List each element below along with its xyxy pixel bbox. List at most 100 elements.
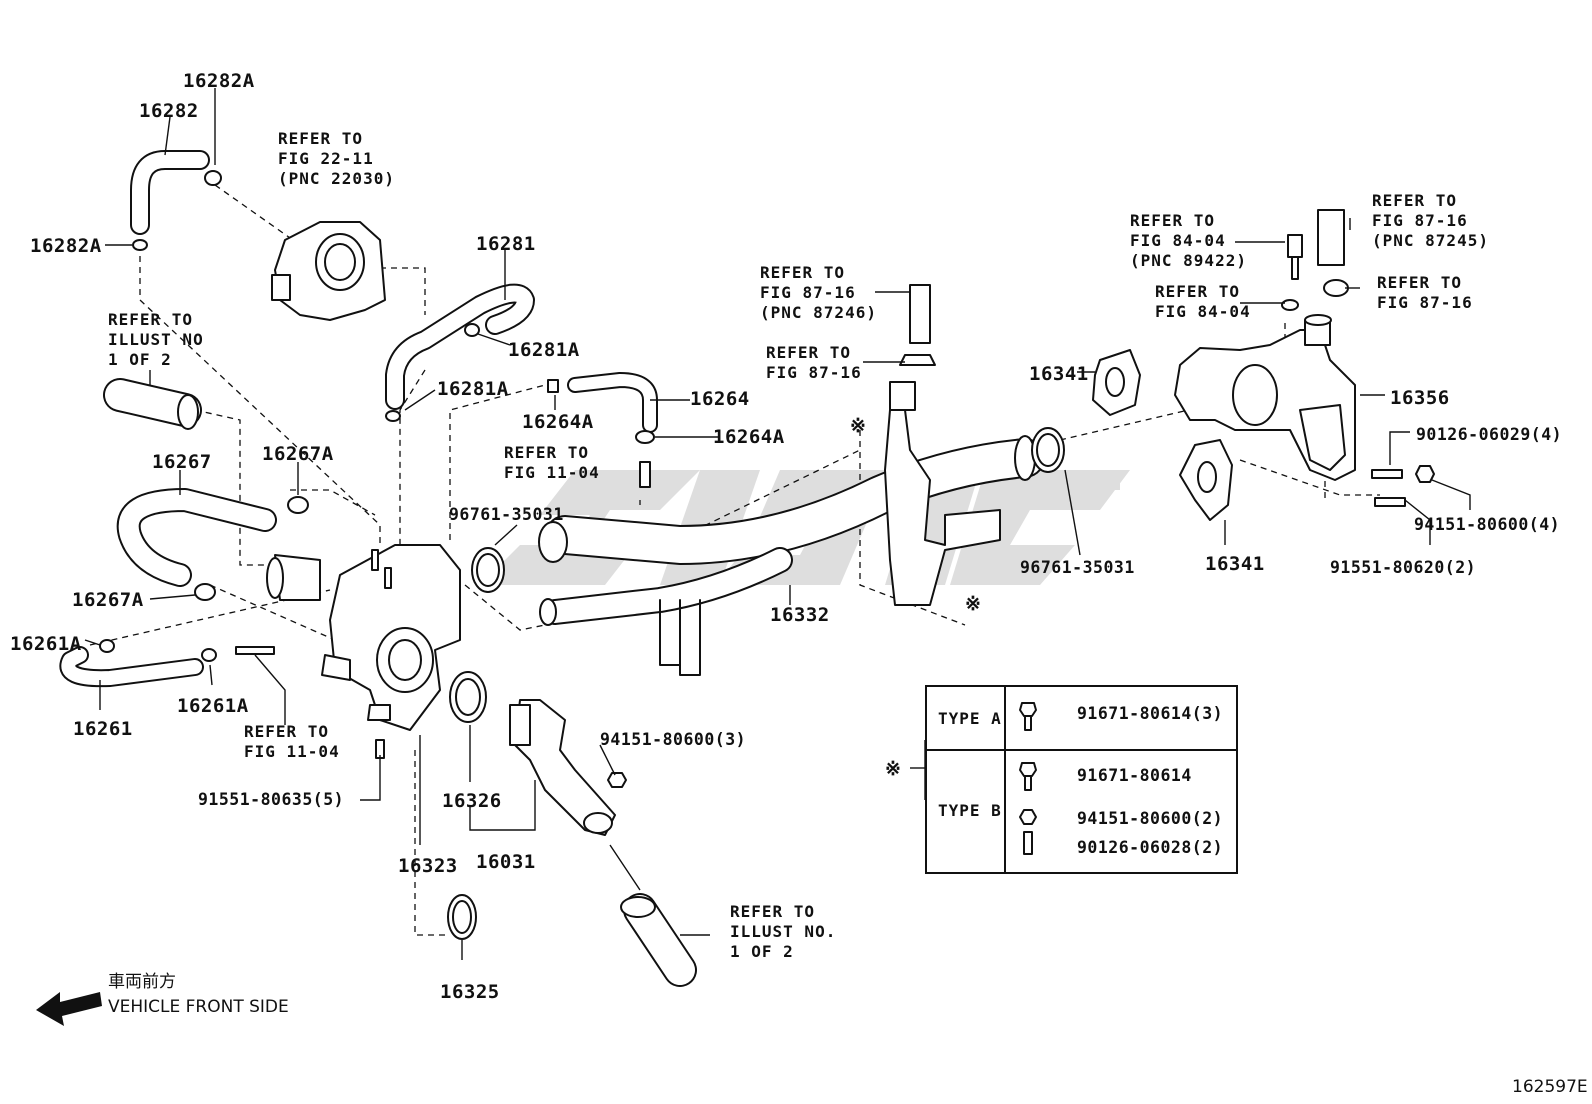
oring-96761-right — [1031, 427, 1065, 473]
svg-text:ILLUST NO: ILLUST NO — [108, 330, 204, 349]
type-b-label: TYPE B — [938, 801, 1002, 820]
label-16356[interactable]: 16356 — [1390, 387, 1450, 409]
svg-text:(PNC 22030): (PNC 22030) — [278, 169, 395, 188]
svg-text:REFER TO: REFER TO — [730, 902, 815, 921]
label-16281[interactable]: 16281 — [476, 233, 536, 255]
svg-text:FIG 11-04: FIG 11-04 — [244, 742, 340, 761]
refer-fig-22-11[interactable]: REFER TO FIG 22-11 (PNC 22030) — [278, 129, 395, 188]
label-16031[interactable]: 16031 — [476, 851, 536, 873]
refer-fig-84-04[interactable]: REFER TO FIG 84-04 — [1155, 282, 1251, 321]
illust-pipe-bottom — [609, 844, 697, 987]
label-96761-right[interactable]: 96761-35031 — [1020, 558, 1135, 577]
label-16261A-left[interactable]: 16261A — [10, 633, 82, 655]
svg-text:REFER TO: REFER TO — [504, 443, 589, 462]
svg-text:FIG 84-04: FIG 84-04 — [1155, 302, 1251, 321]
svg-text:REFER TO: REFER TO — [766, 343, 851, 362]
label-96761-left[interactable]: 96761-35031 — [449, 505, 564, 524]
oring-96761-left — [471, 547, 505, 593]
note-mark-1: ※ — [850, 415, 866, 437]
label-90126-06029[interactable]: 90126-06029(4) — [1416, 425, 1562, 444]
svg-text:(PNC 87246): (PNC 87246) — [760, 303, 877, 322]
svg-text:REFER TO: REFER TO — [108, 310, 193, 329]
note-mark-3: ※ — [885, 758, 901, 780]
svg-text:FIG 22-11: FIG 22-11 — [278, 149, 374, 168]
bolt-icon — [1019, 702, 1037, 731]
type-table: TYPE A TYPE B 91671-80614(3) 91671-80614… — [925, 685, 1238, 874]
label-16264[interactable]: 16264 — [690, 388, 750, 410]
refer-illust-no-1-left[interactable]: REFER TO ILLUST NO 1 OF 2 — [108, 310, 204, 369]
svg-text:REFER TO: REFER TO — [1377, 273, 1462, 292]
label-16267[interactable]: 16267 — [152, 451, 212, 473]
label-16341-bottom[interactable]: 16341 — [1205, 553, 1265, 575]
refer-fig-11-04-top[interactable]: REFER TO FIG 11-04 — [504, 443, 600, 482]
nut-icon — [1019, 809, 1037, 825]
gasket-16341-top — [1092, 349, 1141, 416]
gasket-16325 — [447, 894, 477, 940]
water-inlet-housing-16323 — [266, 544, 461, 731]
vehicle-front-indicator: 車両前方 VEHICLE FRONT SIDE — [36, 972, 289, 1026]
label-16282A-left[interactable]: 16282A — [30, 235, 102, 257]
svg-text:FIG 87-16: FIG 87-16 — [1372, 211, 1468, 230]
svg-text:REFER TO: REFER TO — [1372, 191, 1457, 210]
type-b-part-2[interactable]: 94151-80600(2) — [1077, 809, 1223, 828]
label-16341-top[interactable]: 16341 — [1029, 363, 1089, 385]
label-91551-80620[interactable]: 91551-80620(2) — [1330, 558, 1476, 577]
svg-text:(PNC 89422): (PNC 89422) — [1130, 251, 1247, 270]
type-b-part-1[interactable]: 91671-80614 — [1077, 766, 1192, 785]
refer-fig-11-04-bottom[interactable]: REFER TO FIG 11-04 — [244, 722, 340, 761]
stud-icon — [1023, 831, 1033, 855]
hose-16267 — [116, 488, 277, 587]
direction-english: VEHICLE FRONT SIDE — [108, 997, 289, 1017]
svg-text:REFER TO: REFER TO — [244, 722, 329, 741]
gasket-16326 — [449, 671, 487, 723]
illust-pipe-left — [103, 378, 202, 430]
clamps — [99, 170, 1435, 788]
hose-16282 — [130, 150, 210, 235]
label-16332[interactable]: 16332 — [770, 604, 830, 626]
label-16264A-right[interactable]: 16264A — [713, 426, 785, 448]
label-16282A-top[interactable]: 16282A — [183, 70, 255, 92]
svg-text:FIG 87-16: FIG 87-16 — [760, 283, 856, 302]
label-94151-80600-4[interactable]: 94151-80600(4) — [1414, 515, 1560, 534]
refer-illust-no-1-bottom[interactable]: REFER TO ILLUST NO. 1 OF 2 — [730, 902, 836, 961]
label-16281A-left[interactable]: 16281A — [437, 378, 509, 400]
bolt-icon — [1019, 762, 1037, 791]
svg-text:REFER TO: REFER TO — [1155, 282, 1240, 301]
type-a-part-1[interactable]: 91671-80614(3) — [1077, 704, 1223, 723]
water-pipe-16332 — [538, 381, 1045, 676]
label-16261A-right[interactable]: 16261A — [177, 695, 249, 717]
label-91551-80635[interactable]: 91551-80635(5) — [198, 790, 344, 809]
refer-fig-87-16-right[interactable]: REFER TO FIG 87-16 — [1377, 273, 1473, 312]
svg-text:(PNC 87245): (PNC 87245) — [1372, 231, 1489, 250]
label-16282[interactable]: 16282 — [139, 100, 199, 122]
refer-fig-87-16-pnc-87245[interactable]: REFER TO FIG 87-16 (PNC 87245) — [1372, 191, 1489, 250]
svg-text:FIG 87-16: FIG 87-16 — [766, 363, 862, 382]
hose-16261 — [59, 646, 204, 688]
type-a-label: TYPE A — [938, 709, 1002, 728]
label-94151-80600-3[interactable]: 94151-80600(3) — [600, 730, 746, 749]
refer-fig-84-04-pnc-89422[interactable]: REFER TO FIG 84-04 (PNC 89422) — [1130, 211, 1247, 270]
type-b-part-3[interactable]: 90126-06028(2) — [1077, 838, 1223, 857]
label-16323[interactable]: 16323 — [398, 855, 458, 877]
label-16281A-right[interactable]: 16281A — [508, 339, 580, 361]
throttle-body — [271, 221, 386, 321]
label-16267A-left[interactable]: 16267A — [72, 589, 144, 611]
label-16325[interactable]: 16325 — [440, 981, 500, 1003]
label-16326[interactable]: 16326 — [442, 790, 502, 812]
refer-fig-87-16-mid[interactable]: REFER TO FIG 87-16 — [766, 343, 862, 382]
label-16267A-top[interactable]: 16267A — [262, 443, 334, 465]
refer-fig-87-16-pnc-87246[interactable]: REFER TO FIG 87-16 (PNC 87246) — [760, 263, 877, 322]
svg-text:1 OF 2: 1 OF 2 — [108, 350, 172, 369]
svg-text:REFER TO: REFER TO — [1130, 211, 1215, 230]
label-16261[interactable]: 16261 — [73, 718, 133, 740]
water-outlet-16356 — [1174, 314, 1356, 481]
direction-japanese: 車両前方 — [108, 972, 176, 992]
label-16264A-left[interactable]: 16264A — [522, 411, 594, 433]
svg-text:ILLUST NO.: ILLUST NO. — [730, 922, 836, 941]
dashed-assembly-lines — [89, 184, 1380, 936]
gasket-16341-bottom — [1179, 439, 1233, 521]
arrow-left-icon — [36, 992, 102, 1026]
leader-lines — [84, 88, 1471, 960]
